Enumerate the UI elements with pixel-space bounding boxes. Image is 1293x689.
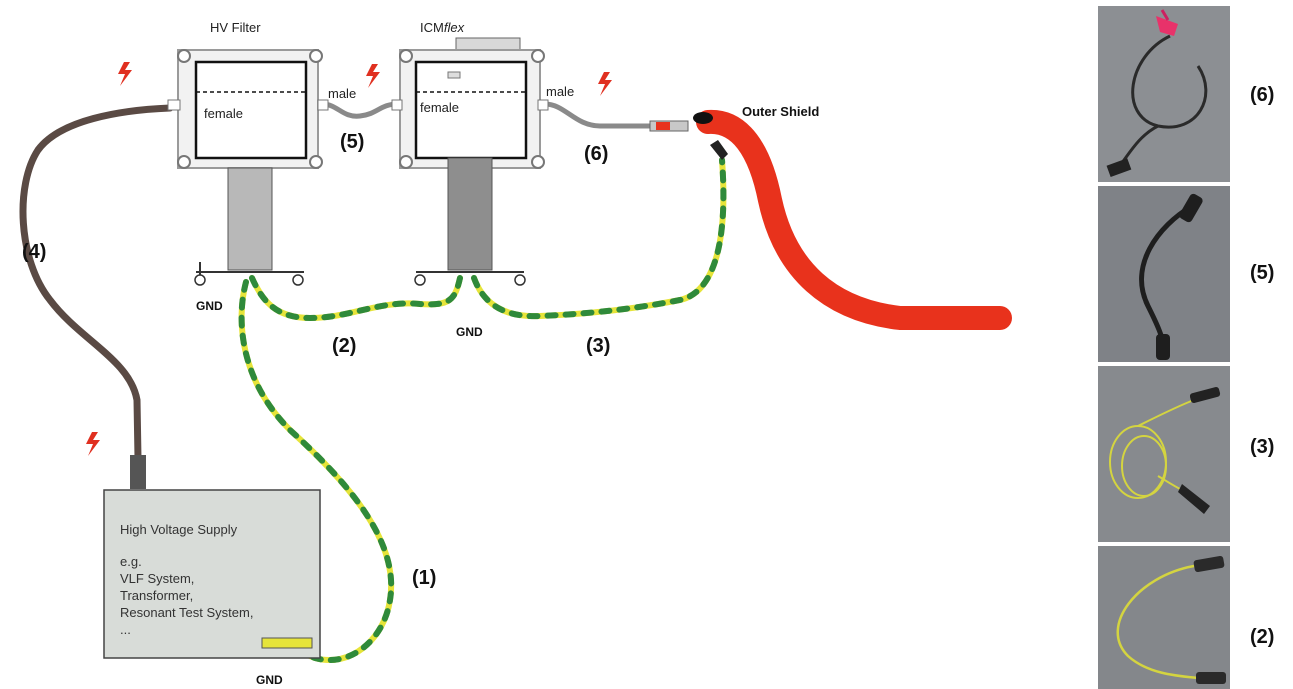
cable-number-3: (3) <box>586 335 610 357</box>
shield-clamp <box>693 112 713 124</box>
hv-warning-icon <box>86 432 100 456</box>
icm-flex-title: ICMflex <box>420 20 465 35</box>
photo-label-2: (2) <box>1250 626 1275 648</box>
hv-filter-title: HV Filter <box>210 20 261 35</box>
connection-diagram: HV Filter ICMflex female female male mal… <box>19 20 1012 687</box>
cable-number-5: (5) <box>340 131 364 153</box>
ground-clamp-3 <box>710 140 728 160</box>
ground-cable-3 <box>471 157 727 320</box>
hv-warning-icon <box>118 62 132 86</box>
cable-photo-5 <box>1098 186 1230 362</box>
outer-shield-cable <box>696 109 1012 330</box>
hv-filter-unit <box>167 49 329 286</box>
outer-shield-label: Outer Shield <box>742 104 819 119</box>
cable-6 <box>544 101 650 129</box>
photo-label-5: (5) <box>1250 262 1275 284</box>
ground-cable-2 <box>249 275 463 322</box>
supply-cable-plug <box>130 455 146 489</box>
gnd-label-filter: GND <box>196 299 223 313</box>
icm-flex-unit <box>391 37 549 286</box>
cable-number-4: (4) <box>22 241 46 263</box>
supply-line: e.g. <box>120 554 142 569</box>
gnd-label-icm: GND <box>456 325 483 339</box>
cable-5-plug-label: male <box>328 86 356 101</box>
hv-warning-icon <box>366 64 380 88</box>
supply-line: ... <box>120 622 131 637</box>
cable-5 <box>321 101 399 119</box>
supply-line: Transformer, <box>120 588 193 603</box>
photo-label-6: (6) <box>1250 84 1275 106</box>
cable-number-2: (2) <box>332 335 356 357</box>
cable-6-plug-label: male <box>546 84 574 99</box>
cable-photo-2 <box>1098 546 1230 689</box>
hv-filter-socket-label: female <box>204 106 243 121</box>
icm-flex-socket-label: female <box>420 100 459 115</box>
cable-photo-3 <box>1098 366 1230 542</box>
supply-line: VLF System, <box>120 571 194 586</box>
supply-line: Resonant Test System, <box>120 605 253 620</box>
cable-number-6: (6) <box>584 143 608 165</box>
supply-gnd-terminal <box>261 637 313 649</box>
gnd-label-supply: GND <box>256 673 283 687</box>
cable-photo-6 <box>1098 6 1230 182</box>
hv-warning-icon <box>598 72 612 96</box>
supply-title: High Voltage Supply <box>120 522 238 537</box>
high-voltage-supply <box>103 489 321 659</box>
ground-cables <box>238 157 727 663</box>
cable-number-1: (1) <box>412 567 436 589</box>
photo-label-3: (3) <box>1250 436 1275 458</box>
hv-cable-4 <box>19 104 174 462</box>
